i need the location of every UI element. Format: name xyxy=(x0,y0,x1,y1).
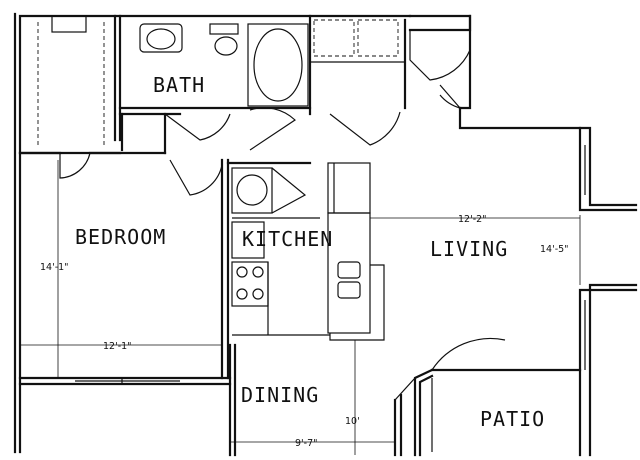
kitchen-fixtures xyxy=(226,161,385,341)
bedroom-walls xyxy=(18,151,230,380)
room-label-patio: PATIO xyxy=(480,407,545,431)
exterior-walls xyxy=(13,12,638,457)
dining-patio xyxy=(230,337,582,457)
dim-dining-width: 9'-7" xyxy=(295,438,318,449)
dim-dining-depth: 10' xyxy=(345,416,360,427)
dim-bedroom-depth: 14'-1" xyxy=(40,262,69,273)
dim-living-depth: 14'-5" xyxy=(540,244,569,255)
dimension-lines xyxy=(20,215,581,346)
bedroom-closet xyxy=(18,14,122,155)
hall-closets xyxy=(169,14,471,196)
room-label-bedroom: BEDROOM xyxy=(75,225,166,249)
room-label-dining: DINING xyxy=(241,383,319,407)
dim-bedroom-width: 12'-1" xyxy=(103,341,132,352)
windows xyxy=(75,145,586,384)
room-label-kitchen: KITCHEN xyxy=(242,227,333,251)
dim-living-width: 12'-2" xyxy=(458,214,487,225)
room-label-living: LIVING xyxy=(430,237,508,261)
room-label-bath: BATH xyxy=(153,73,205,97)
bath-fixtures xyxy=(118,23,312,155)
